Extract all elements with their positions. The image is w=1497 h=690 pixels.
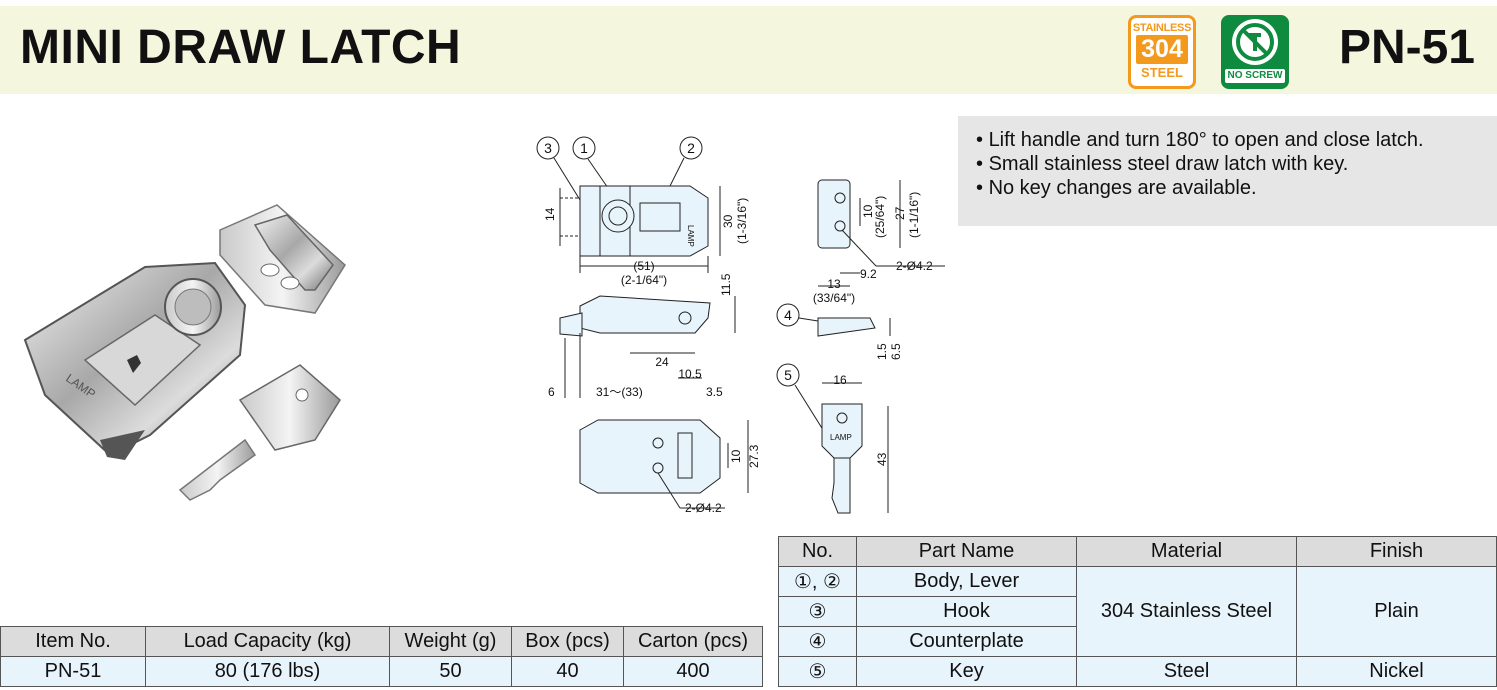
svg-text:4: 4 [784,307,792,323]
latch-bottom-view [579,419,721,494]
svg-text:(51): (51) [633,259,654,273]
feature-list: Lift handle and turn 180° to open and cl… [958,116,1497,226]
table-row: ⑤ Key Steel Nickel [778,656,1497,687]
feature-item: Small stainless steel draw latch with ke… [976,152,1497,176]
parts-cell-no: ①, ② [778,566,857,597]
table-row: ①, ② Body, Lever 304 Stainless Steel Pla… [778,566,1497,657]
svg-text:(33/64"): (33/64") [813,291,855,305]
technical-drawing: 3 1 2 LAMP 14 30 (1-3/16") (51) (2-1/64"… [536,136,945,515]
spec-table-header: Item No. Load Capacity (kg) Weight (g) B… [0,626,763,657]
latch-top-view [579,185,709,257]
spec-header-weight: Weight (g) [389,626,512,657]
stainless-304-badge: STAINLESS 304 STEEL [1128,15,1196,89]
no-screw-badge: NO SCREW [1221,15,1289,89]
page-title: MINI DRAW LATCH [20,21,462,74]
model-number: PN-51 [1338,21,1475,74]
svg-text:14: 14 [543,207,557,221]
parts-cell-no: ④ [778,626,857,657]
svg-text:43: 43 [875,452,889,466]
svg-text:31～(33): 31～(33) [596,385,643,399]
svg-text:9.2: 9.2 [860,267,877,281]
spec-cell-item-no: PN-51 [0,656,146,687]
parts-cell-finish: Nickel [1296,656,1497,687]
table-row: PN-51 80 (176 lbs) 50 40 400 [0,656,763,687]
svg-text:(2-1/64"): (2-1/64") [621,273,667,287]
key-drawing [821,403,863,514]
parts-cell-material-merged: 304 Stainless Steel [1076,566,1297,657]
feature-item: Lift handle and turn 180° to open and cl… [976,128,1497,152]
parts-cell-finish-merged: Plain [1296,566,1497,657]
svg-text:30: 30 [721,214,735,228]
svg-text:27.3: 27.3 [747,444,761,468]
spec-table: Item No. Load Capacity (kg) Weight (g) B… [0,626,763,687]
counterplate-front-view [817,179,851,249]
parts-cell-no: ③ [778,596,857,627]
parts-header-finish: Finish [1296,536,1497,567]
spec-header-item-no: Item No. [0,626,146,657]
badge-steel-line3: STEEL [1141,65,1183,80]
parts-header-name: Part Name [856,536,1077,567]
spec-header-load: Load Capacity (kg) [145,626,390,657]
counterplate-photo [219,204,346,314]
svg-text:(1-1/16"): (1-1/16") [907,192,921,238]
svg-text:5: 5 [784,367,792,383]
callout-1: 1 [572,136,609,189]
spec-cell-load: 80 (176 lbs) [145,656,390,687]
parts-cell-name: Counterplate [856,626,1077,657]
table-row: ③ Hook [778,596,1497,627]
latch-side-view [559,295,711,337]
spec-header-carton: Carton (pcs) [623,626,763,657]
svg-text:3: 3 [544,140,552,156]
svg-text:10: 10 [729,449,743,463]
parts-cell-name: Body, Lever [856,566,1077,597]
svg-text:(25/64"): (25/64") [873,196,887,238]
parts-cell-name: Key [856,656,1077,687]
svg-text:LAMP: LAMP [686,225,695,247]
parts-cell-no: ⑤ [778,656,857,687]
callout-4: 4 [776,303,819,327]
product-photo: LAMP [23,204,346,501]
parts-cell-material: Steel [1076,656,1297,687]
feature-item: No key changes are available. [976,176,1497,200]
svg-text:1: 1 [580,140,588,156]
parts-header-material: Material [1076,536,1297,567]
svg-text:2: 2 [687,140,695,156]
svg-text:(1-3/16"): (1-3/16") [735,198,749,244]
callout-3: 3 [536,136,581,201]
svg-text:2-Ø4.2: 2-Ø4.2 [685,501,722,515]
table-row: ④ Counterplate [778,626,1497,657]
parts-table: No. Part Name Material Finish ①, ② Body,… [778,536,1497,687]
badge-steel-line1: STAINLESS [1132,22,1192,34]
callout-2: 2 [669,136,703,187]
spec-cell-box: 40 [511,656,624,687]
svg-text:11.5: 11.5 [719,273,733,296]
svg-text:1.5: 1.5 [875,343,889,360]
header-banner: MINI DRAW LATCH STAINLESS 304 STEEL NO S… [0,6,1497,94]
svg-text:3.5: 3.5 [706,385,723,399]
key-photo [178,364,341,501]
spec-cell-weight: 50 [389,656,512,687]
svg-text:16: 16 [833,373,847,387]
svg-text:10.5: 10.5 [678,367,702,381]
svg-text:LAMP: LAMP [830,433,852,442]
parts-cell-name: Hook [856,596,1077,627]
svg-text:6.5: 6.5 [889,343,903,360]
svg-text:27: 27 [893,206,907,220]
svg-text:2-Ø4.2: 2-Ø4.2 [896,259,933,273]
svg-text:10: 10 [861,204,875,218]
no-screw-icon [1232,19,1278,65]
svg-text:24: 24 [655,355,669,369]
spec-header-box: Box (pcs) [511,626,624,657]
callout-5: 5 [776,363,826,434]
parts-header-no: No. [778,536,857,567]
parts-table-header: No. Part Name Material Finish [778,536,1497,567]
badge-steel-line2: 304 [1136,35,1188,64]
latch-body-photo: LAMP [23,261,247,460]
svg-text:6: 6 [548,385,555,399]
spec-cell-carton: 400 [623,656,763,687]
no-screw-label: NO SCREW [1225,69,1285,83]
svg-text:13: 13 [827,277,841,291]
